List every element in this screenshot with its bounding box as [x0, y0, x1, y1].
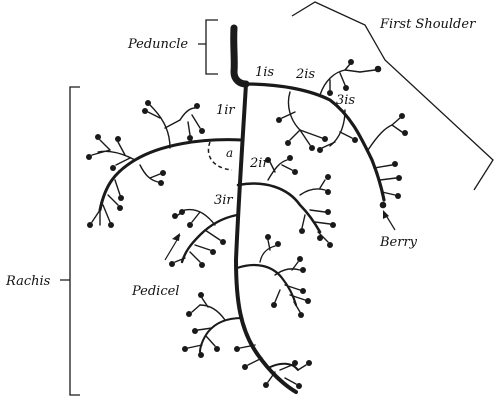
angle-label: a	[226, 146, 233, 160]
first-shoulder-label: First Shoulder	[379, 17, 476, 32]
angle-arc	[207, 141, 233, 171]
branch-1is-label: 1is	[255, 65, 274, 80]
lower-right-branch	[235, 263, 298, 307]
pedicel-group	[86, 59, 408, 389]
peduncle-label: Peduncle	[127, 37, 188, 52]
lower-left-branch	[199, 317, 243, 353]
pedicel-label: Pedicel	[131, 284, 179, 299]
branch-2ir	[236, 182, 322, 234]
shoulder-branch-1is	[244, 82, 386, 202]
branch-3ir-label: 3ir	[214, 193, 233, 208]
first-shoulder-bracket	[291, 1, 494, 191]
branch-1ir-label: 1ir	[216, 103, 235, 118]
branch-2is-label: 2is	[295, 67, 315, 82]
peduncle-bracket	[198, 19, 218, 75]
berry-label: Berry	[379, 235, 418, 250]
lowest-right-branch	[267, 362, 299, 371]
rachis-label: Rachis	[5, 274, 51, 289]
main-rachis	[234, 82, 298, 394]
branch-3is-label: 3is	[336, 93, 355, 108]
branch-2ir-label: 2ir	[249, 156, 269, 171]
peduncle-stem	[230, 24, 250, 88]
rachis-bracket	[60, 86, 80, 396]
branch-3ir	[180, 213, 239, 264]
pedicel-arrow	[164, 233, 181, 261]
berry-arrow	[383, 210, 396, 231]
